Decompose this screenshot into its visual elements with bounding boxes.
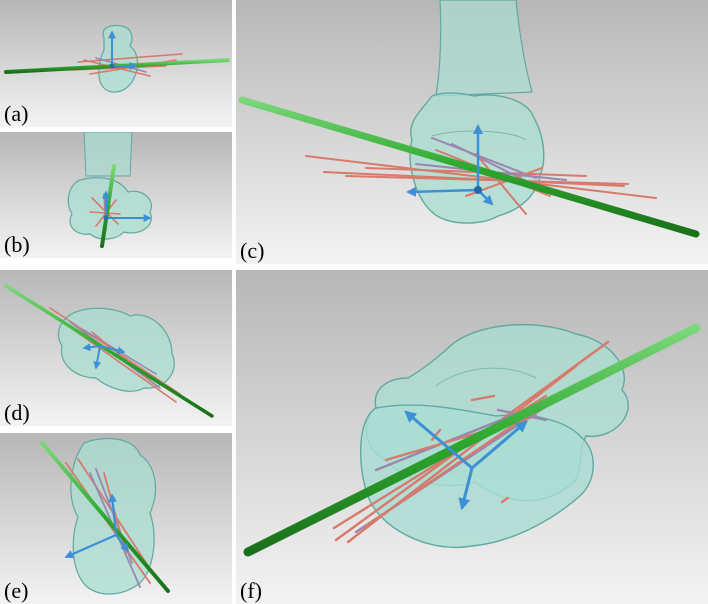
- coordinate-triad: [64, 493, 130, 559]
- reference-axis-rod: [4, 284, 214, 418]
- panel-c-figure: [236, 0, 708, 264]
- reference-axis-rod: [243, 323, 701, 557]
- panel-label: (c): [240, 238, 265, 263]
- panel-label: (a): [4, 101, 29, 126]
- tibia-shaft-model: [435, 0, 533, 97]
- panel-label: (b): [4, 232, 30, 257]
- tibia-shaft-model: [83, 132, 133, 177]
- coordinate-triad: [82, 343, 126, 370]
- panel-b-figure: [0, 132, 232, 258]
- coordinate-triad: [102, 190, 152, 222]
- panel-label: (f): [240, 578, 262, 603]
- panel-c: (c): [236, 0, 708, 264]
- panel-a: (a): [0, 0, 232, 127]
- panel-f-figure: [236, 270, 708, 604]
- coordinate-triad: [108, 30, 138, 70]
- reference-axis-rod: [100, 164, 116, 248]
- panel-a-figure: [0, 0, 232, 127]
- coordinate-triad: [406, 124, 494, 206]
- reference-axis-rod: [40, 441, 170, 593]
- bone-contour: [435, 367, 537, 387]
- panel-label: (e): [4, 578, 29, 603]
- panel-d-figure: [0, 270, 232, 426]
- panel-label: (d): [4, 400, 30, 425]
- panel-e: (e): [0, 433, 232, 604]
- panel-b: (b): [0, 132, 232, 258]
- panel-d: (d): [0, 270, 232, 426]
- panel-f: (f): [236, 270, 708, 604]
- coordinate-triad: [404, 410, 528, 511]
- reference-axis-rod: [238, 96, 700, 238]
- panel-e-figure: [0, 433, 232, 604]
